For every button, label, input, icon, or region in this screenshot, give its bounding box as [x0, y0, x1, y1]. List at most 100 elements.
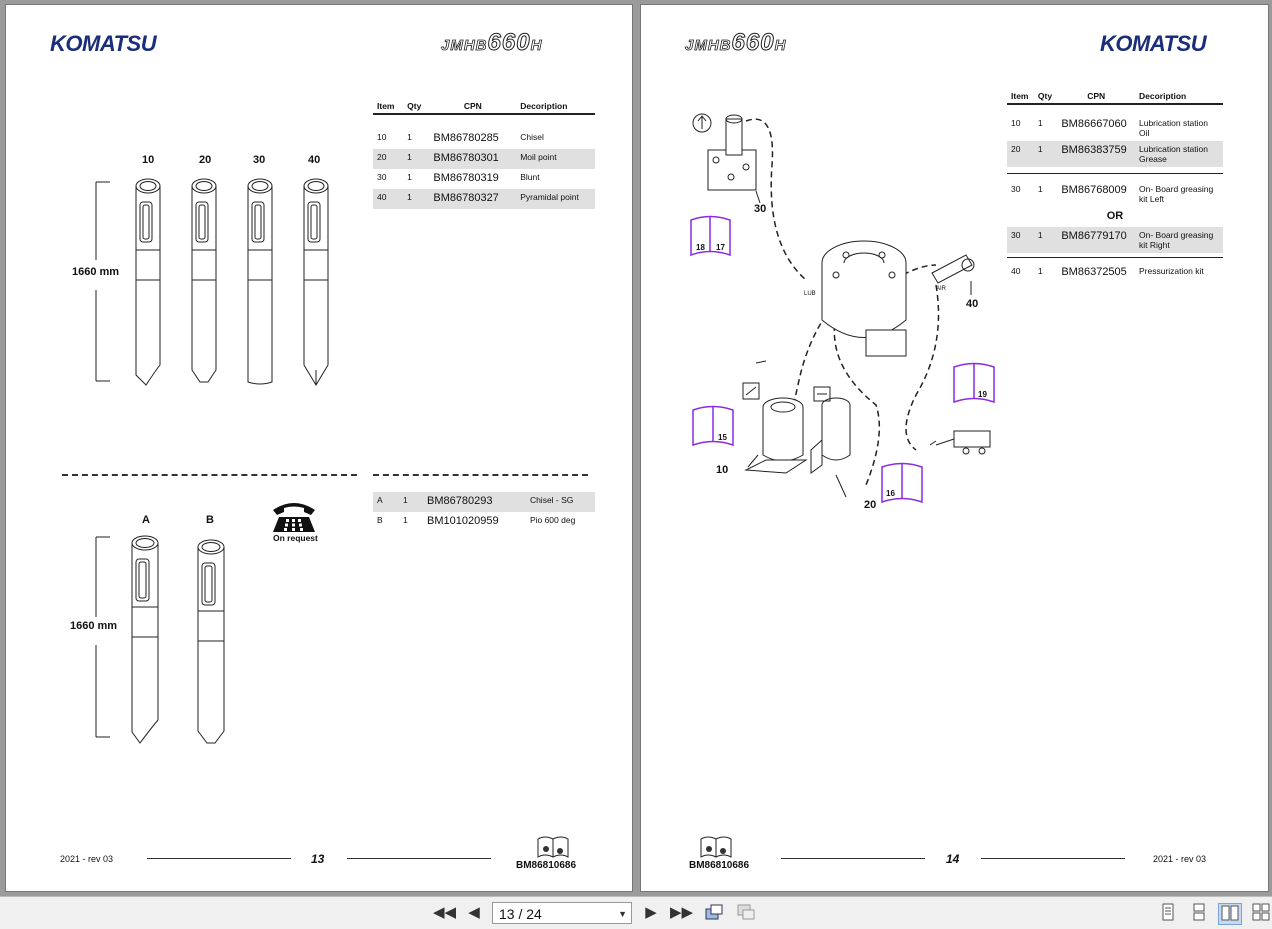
dimension-label-bottom: 1660 mm	[70, 620, 118, 632]
col-description: Decoription	[1135, 91, 1223, 105]
last-page-icon: ▶▶	[670, 904, 694, 921]
pressurization-fitting	[931, 254, 975, 284]
two-page-icon	[1221, 905, 1239, 921]
callout-10: 10	[716, 464, 728, 476]
tool-label-20: 20	[199, 154, 212, 166]
footer-revision: 2021 - rev 03	[1153, 854, 1207, 864]
page-number-value: 13 / 24	[499, 906, 542, 922]
pyramidal-point-tool	[303, 178, 329, 386]
continuous-view-button[interactable]	[1188, 903, 1210, 923]
dimension-label-top: 1660 mm	[72, 266, 120, 278]
two-page-continuous-view-button[interactable]	[1250, 903, 1272, 923]
page-number-input[interactable]: 13 / 24 ▼	[492, 902, 632, 924]
doc-number: BM86810686	[516, 860, 577, 871]
two-page-view-button[interactable]	[1218, 903, 1242, 925]
telephone-icon	[273, 503, 315, 532]
tool-label-40: 40	[308, 154, 321, 166]
single-page-view-button[interactable]	[1157, 903, 1179, 923]
footer-rule	[981, 858, 1125, 859]
book-label-16: 16	[886, 489, 895, 498]
rotate-button[interactable]	[703, 903, 725, 923]
model-title: JMHB660H	[441, 29, 543, 57]
greasing-kit	[707, 114, 757, 191]
tool-label-b: B	[206, 514, 214, 526]
two-page-continuous-icon	[1252, 903, 1270, 921]
next-page-button[interactable]: ▶	[640, 903, 662, 923]
next-page-icon: ▶	[645, 904, 657, 921]
single-page-icon	[1162, 903, 1174, 921]
tools-drawing-top	[95, 178, 329, 386]
first-page-button[interactable]: ◀◀	[433, 903, 457, 923]
continuous-icon	[1193, 903, 1205, 921]
book-label-15: 15	[718, 433, 727, 442]
tools-drawing-bottom	[95, 535, 225, 744]
page-number: 13	[311, 852, 325, 866]
document-page-left: KOMATSU JMHB660H Item Qty CPN Decoriptio…	[5, 4, 633, 892]
lub-label: LUB	[804, 291, 816, 297]
last-page-button[interactable]: ▶▶	[670, 903, 694, 923]
separator-dashed	[373, 474, 588, 476]
document-page-right: JMHB660H KOMATSU Item Qty CPN Decoriptio…	[640, 4, 1269, 892]
callout-30: 30	[754, 203, 766, 215]
manual-books	[690, 215, 995, 504]
chisel-tool	[135, 178, 161, 386]
tool-label-a: A	[142, 514, 150, 526]
flip-icon	[737, 904, 755, 920]
moil-point-tool	[191, 178, 217, 383]
book-icon	[700, 836, 732, 858]
komatsu-logo: KOMATSU	[50, 31, 157, 56]
prev-page-button[interactable]: ◀	[463, 903, 485, 923]
or-separator: OR	[1106, 210, 1124, 222]
model-title: JMHB660H	[685, 29, 787, 57]
page-number: 14	[946, 852, 960, 866]
footer-rule	[147, 858, 291, 859]
footer-rule	[781, 858, 925, 859]
oil-station	[742, 382, 808, 474]
col-cpn: CPN	[1057, 91, 1135, 105]
blunt-tool	[247, 178, 273, 385]
book-label-18: 18	[696, 243, 705, 252]
footer-revision: 2021 - rev 03	[60, 854, 114, 864]
viewer-toolbar: ◀◀ ◀ 13 / 24 ▼ ▶ ▶▶	[0, 896, 1272, 929]
col-item: Item	[373, 101, 404, 115]
col-cpn: CPN	[429, 101, 517, 115]
on-request-label: On request	[273, 533, 318, 543]
tool-label-30: 30	[253, 154, 266, 166]
callout-40: 40	[966, 298, 978, 310]
rotate-icon	[705, 904, 723, 920]
pio-tool	[197, 539, 225, 744]
book-label-17: 17	[716, 243, 725, 252]
hammer-housing	[821, 240, 907, 357]
book-icon	[537, 836, 569, 858]
callout-20: 20	[864, 499, 876, 511]
lubrication-diagram: 18 17 15 16 19 LUB AIR 30 40 10 20	[690, 113, 995, 511]
prev-page-icon: ◀	[468, 904, 480, 921]
col-item: Item	[1007, 91, 1034, 105]
col-description: Decoription	[516, 101, 595, 115]
grease-station	[810, 386, 851, 474]
komatsu-logo: KOMATSU	[1100, 31, 1207, 56]
tool-label-10: 10	[142, 154, 155, 166]
chevron-down-icon: ▼	[618, 909, 627, 919]
first-page-icon: ◀◀	[433, 904, 457, 921]
air-label: AIR	[936, 286, 947, 292]
doc-number: BM86810686	[689, 860, 750, 871]
flip-button[interactable]	[735, 903, 757, 923]
separator-dashed	[62, 474, 357, 476]
chisel-sg-tool	[131, 535, 159, 744]
book-label-19: 19	[978, 390, 987, 399]
